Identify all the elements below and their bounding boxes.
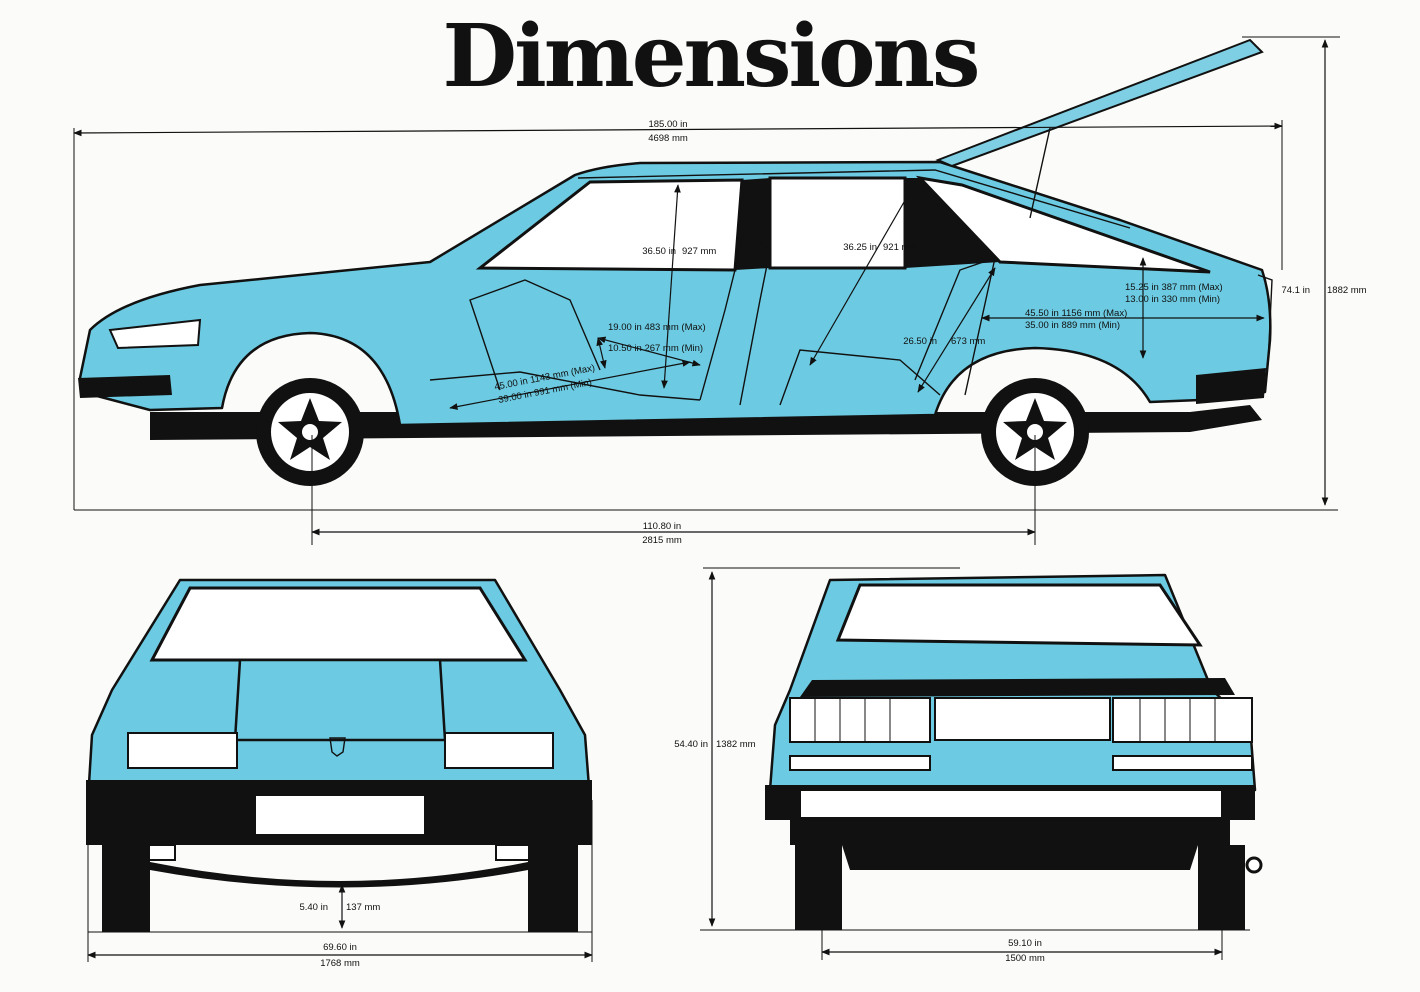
rear-legroom-in: 26.50 in (903, 336, 937, 347)
height-in: 74.1 in (1281, 285, 1310, 296)
front-headroom-mm: 927 mm (682, 246, 716, 257)
load-height-max: 15.25 in 387 mm (Max) (1125, 282, 1223, 293)
page-title: Dimensions (442, 6, 981, 107)
front-dimensions (87, 800, 593, 962)
side-dimensions (73, 36, 1340, 545)
ground-clearance-mm: 137 mm (346, 902, 380, 913)
wheelbase-in: 110.80 in (643, 521, 681, 532)
rear-dimensions (700, 567, 1250, 960)
overall-width-mm: 1768 mm (320, 958, 360, 969)
front-headroom-in: 36.50 in (642, 246, 676, 257)
overall-length-mm: 4698 mm (648, 133, 688, 144)
overall-length-in: 185.00 in (648, 119, 687, 130)
side-view-car (78, 38, 1273, 487)
seat-travel-min: 10.50 in 267 mm (Min) (608, 343, 703, 354)
seat-travel-max: 19.00 in 483 mm (Max) (608, 322, 706, 333)
rear-headroom-in: 36.25 in (843, 242, 877, 253)
load-height-min: 13.00 in 330 mm (Min) (1125, 294, 1220, 305)
rear-legroom-mm: 673 mm (951, 336, 985, 347)
rear-view-car (765, 573, 1263, 930)
load-length-max: 45.50 in 1156 mm (Max) (1025, 308, 1127, 319)
overall-width-in: 69.60 in (323, 942, 357, 953)
rear-track-in: 59.10 in (1008, 938, 1042, 949)
rear-track-mm: 1500 mm (1005, 953, 1045, 964)
height-mm: 1882 mm (1327, 285, 1367, 296)
ground-clearance-in: 5.40 in (299, 902, 328, 913)
wheelbase-mm: 2815 mm (642, 535, 682, 546)
rear-height-in: 54.40 in (674, 739, 708, 750)
load-length-min: 35.00 in 889 mm (Min) (1025, 320, 1120, 331)
rear-headroom-mm: 921 mm (883, 242, 917, 253)
rear-height-mm: 1382 mm (716, 739, 756, 750)
front-view-car (86, 578, 592, 932)
